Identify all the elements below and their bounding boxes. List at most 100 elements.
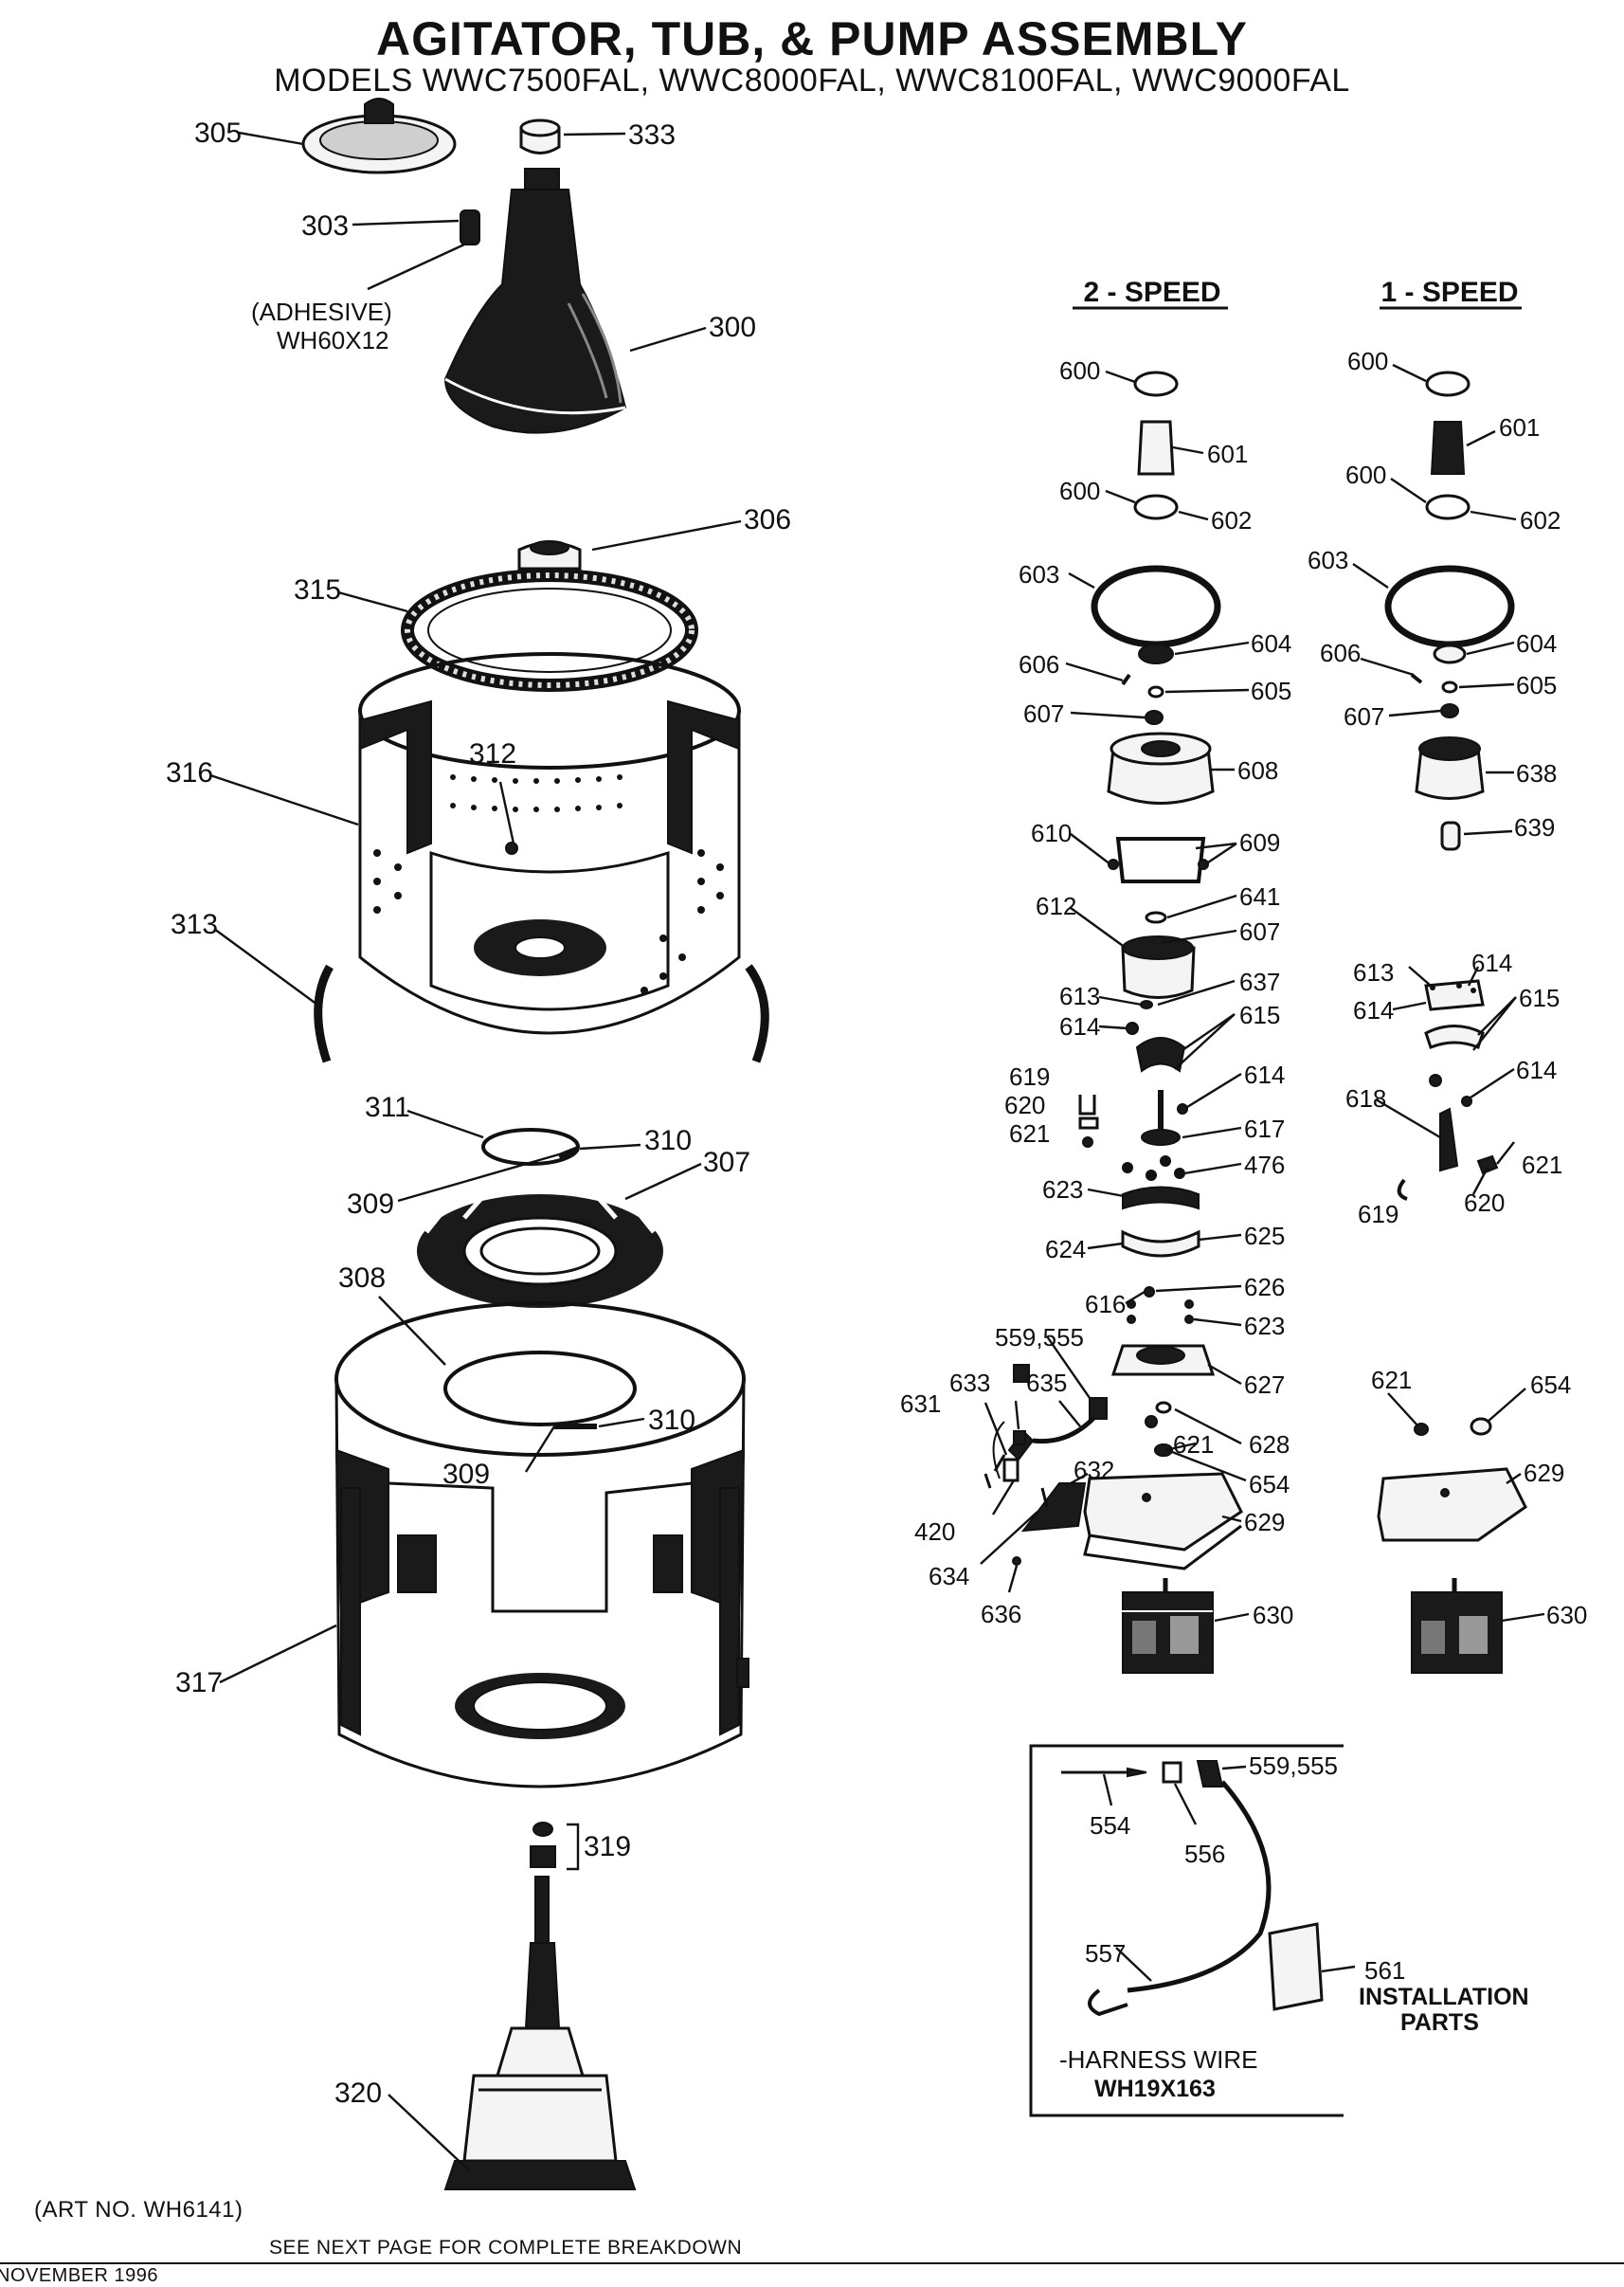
part-label: 607 (1239, 917, 1280, 946)
part-label: 614 (1353, 996, 1394, 1025)
page-title: AGITATOR, TUB, & PUMP ASSEMBLY (376, 12, 1248, 65)
part-label: 621 (1009, 1119, 1050, 1148)
part-label: 600 (1059, 356, 1100, 385)
basket-drawing (358, 652, 741, 1035)
part-label: 312 (469, 738, 516, 770)
part-label: 615 (1519, 984, 1560, 1012)
bearing-seal-drawing (530, 1822, 556, 1868)
agitator-drawing (443, 168, 627, 434)
part-label: 309 (347, 1189, 394, 1220)
part-label: 554 (1090, 1811, 1130, 1840)
part-label: 604 (1251, 629, 1291, 658)
snubber-ring-drawing (314, 964, 769, 1063)
part-label: 303 (301, 210, 349, 242)
part-label: 628 (1249, 1430, 1290, 1459)
part-label: 606 (1019, 650, 1059, 679)
part-label: 320 (334, 2078, 382, 2109)
date-fragment: NOVEMBER 1996 (0, 2265, 159, 2286)
art-number: (ART NO. WH6141) (34, 2197, 244, 2223)
part-label: 310 (644, 1125, 692, 1156)
part-label: 607 (1344, 702, 1384, 731)
harness-wire-label: -HARNESS WIRE (1059, 2045, 1257, 2074)
part-label: 625 (1244, 1222, 1285, 1250)
part-label: 557 (1085, 1939, 1126, 1968)
part-label: 608 (1237, 756, 1278, 785)
part-label: 306 (744, 504, 791, 535)
clamp-lower-drawing (443, 1351, 637, 1429)
adhesive-part-number: WH60X12 (277, 326, 389, 354)
part-label: 607 (1023, 699, 1064, 728)
harness-wire-part-number: WH19X163 (1094, 2076, 1216, 2102)
part-label: 307 (703, 1147, 750, 1178)
part-label: 609 (1239, 828, 1280, 857)
installation-parts-note-line2: PARTS (1400, 2009, 1479, 2036)
part-label: 601 (1207, 440, 1248, 468)
part-label: 639 (1514, 813, 1555, 842)
part-label: 638 (1516, 759, 1557, 788)
harness-box (1029, 1744, 1344, 2117)
part-label: 311 (365, 1092, 410, 1123)
agitator-cap-small-drawing (519, 118, 561, 154)
part-label: 308 (338, 1262, 386, 1294)
part-label: 602 (1520, 506, 1561, 535)
outer-tub-drawing (334, 1301, 749, 1788)
agitator-cap-drawing (301, 98, 457, 174)
part-label: 641 (1239, 882, 1280, 911)
part-label: 610 (1031, 819, 1072, 847)
part-label: 603 (1308, 546, 1348, 574)
adhesive-note: (ADHESIVE) (251, 298, 392, 326)
part-label: 619 (1009, 1062, 1050, 1091)
part-label: 317 (175, 1667, 223, 1698)
installation-parts-note: INSTALLATION (1359, 1984, 1529, 2010)
part-label: 629 (1524, 1459, 1564, 1487)
part-label: 615 (1239, 1001, 1280, 1029)
part-label: 621 (1173, 1430, 1214, 1459)
part-labels-one-speed: 600 601 600 602 603 606 604 605 607 638 … (1308, 347, 1587, 1629)
part-label: 309 (442, 1459, 490, 1490)
part-label: 654 (1530, 1370, 1571, 1399)
section-headings: 2 - SPEED 1 - SPEED (1073, 277, 1522, 310)
part-label: 654 (1249, 1470, 1290, 1498)
part-label: 600 (1347, 347, 1388, 375)
part-label: 605 (1516, 671, 1557, 699)
part-label: 315 (294, 574, 341, 606)
part-label: 636 (981, 1600, 1021, 1628)
part-label: 319 (584, 1831, 631, 1862)
balance-ring-drawing (401, 540, 698, 692)
part-label: 626 (1244, 1273, 1285, 1301)
part-label: 333 (628, 119, 676, 151)
part-label: 634 (929, 1562, 969, 1590)
part-label: 603 (1019, 560, 1059, 589)
part-label: 619 (1358, 1200, 1398, 1228)
part-label: 621 (1371, 1366, 1412, 1394)
one-speed-parts-drawings (1377, 371, 1527, 1674)
part-labels-two-speed: 600 601 600 602 603 606 604 605 607 608 … (900, 356, 1293, 1629)
part-label: 624 (1045, 1235, 1086, 1263)
part-label: 605 (1251, 677, 1291, 705)
part-label: 614 (1516, 1056, 1557, 1084)
part-label: 604 (1516, 629, 1557, 658)
part-label: 631 (900, 1389, 941, 1418)
part-label: 627 (1244, 1370, 1285, 1399)
part-label: 559,555 (1249, 1752, 1338, 1780)
part-label: 614 (1471, 949, 1512, 977)
part-label: 632 (1074, 1456, 1114, 1484)
part-label: 616 (1085, 1290, 1126, 1318)
part-label: 612 (1036, 892, 1076, 920)
part-label: 635 (1026, 1369, 1067, 1397)
part-label: 561 (1364, 1956, 1405, 1985)
transmission-drawing (443, 1876, 637, 2190)
part-label: 300 (709, 312, 756, 343)
part-label: 630 (1546, 1601, 1587, 1629)
harness-labels: 559,555 554 556 557 561 INSTALLATION PAR… (1059, 1752, 1529, 2102)
part-label: 621 (1522, 1151, 1562, 1179)
dog-drawing (460, 209, 480, 245)
clamp-upper-drawing (481, 1128, 580, 1166)
part-label: 420 (914, 1517, 955, 1546)
part-label: 476 (1244, 1151, 1285, 1179)
part-label: 620 (1004, 1091, 1045, 1119)
part-label: 600 (1059, 477, 1100, 505)
part-label: 601 (1499, 413, 1540, 442)
